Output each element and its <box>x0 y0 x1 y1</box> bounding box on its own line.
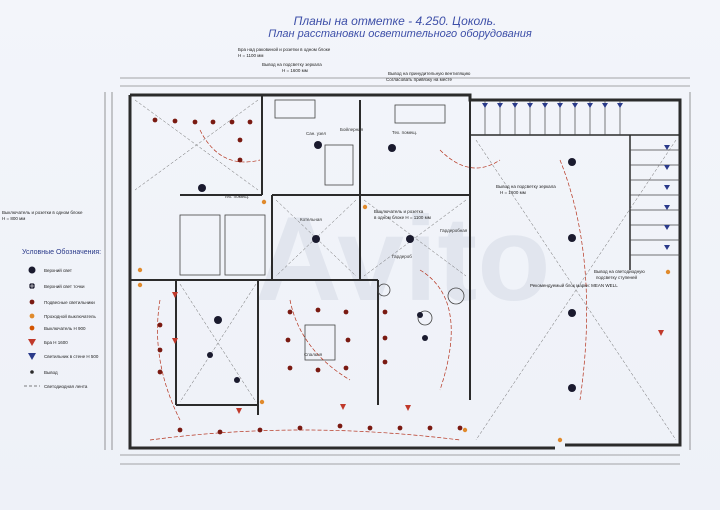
note-switch-socket-height: в одном блоке H = 1100 мм <box>374 215 431 220</box>
legend-item-4: Проходной выключатель <box>44 313 96 319</box>
note-power-supply: Рекомендуемый блок марки: MEAN WELL <box>530 282 618 288</box>
legend-item-1: Верхний свет <box>44 267 72 273</box>
note-mirror-light-1: Вывод на подсветку зеркала <box>262 62 322 67</box>
pendant-lights <box>152 117 463 435</box>
note-mirror-light-1-height: H = 1600 мм <box>282 68 308 73</box>
room-label-3: Котельная <box>300 217 322 222</box>
wiring <box>149 129 587 441</box>
watermark: Avito <box>255 192 551 326</box>
note-sink-sconce-height: H = 1100 мм <box>238 53 264 58</box>
note-ventilation: Вывод на принудительную вентиляцию <box>388 71 471 76</box>
legend: Условные Обозначения: Верхний свет Верхн… <box>22 248 101 389</box>
switches <box>137 199 671 443</box>
note-switch-socket: Выключатель и розетка <box>374 209 424 214</box>
plan-title: Планы на отметке - 4.250. Цоколь. <box>293 14 497 28</box>
legend-item-6: Бра H 1600 <box>44 340 68 345</box>
legend-item-9: Светодиодная лента <box>44 384 88 389</box>
legend-title: Условные Обозначения: <box>22 248 101 256</box>
plan-subtitle: План расстановки осветительного оборудов… <box>268 28 532 40</box>
note-sink-sconce: Бра над раковиной и розетки в одном блок… <box>238 46 331 52</box>
pass-switch-icon <box>29 313 35 319</box>
wall-lights <box>482 103 670 250</box>
room-label-2: Сан. узел <box>306 131 326 136</box>
room-label-6: Тех. помещ. <box>392 130 417 135</box>
ceiling-lights <box>198 141 576 392</box>
sconce-icon <box>28 339 36 346</box>
room-labels: Тех. помещ. Сан. узел Котельная Гардероб… <box>224 126 468 357</box>
room-label-5: Бойлерная <box>340 126 364 132</box>
legend-item-2: Верхний свет точки <box>44 283 85 289</box>
sconces <box>172 292 664 414</box>
room-label-4: Гардероб <box>392 254 412 259</box>
note-switch-block-height: H = 800 мм <box>2 216 25 221</box>
note-mirror-light-2-height: H = 1600 мм <box>500 190 526 195</box>
ceiling-light-icon <box>28 266 36 274</box>
note-stair-led-sub: подсветку ступеней <box>596 274 638 280</box>
legend-item-5: Выключатель H 900 <box>44 326 86 331</box>
legend-item-8: Вывод <box>44 370 58 375</box>
note-switch-block: Выключатель и розетки в одном блоке <box>2 210 83 215</box>
legend-item-7: Светильник в стене H 500 <box>44 354 99 359</box>
room-label-8: Гардеробная <box>440 228 468 233</box>
note-stair-led: Вывод на светодиодную <box>594 269 645 274</box>
legend-item-3: Подвесные светильники <box>44 300 95 305</box>
note-mirror-light-2: Вывод на подсветку зеркала <box>496 184 556 189</box>
switch-icon <box>29 325 35 331</box>
pendant-light-icon <box>29 299 35 305</box>
wall-light-icon <box>28 353 36 360</box>
annotations: Бра над раковиной и розетки в одном блок… <box>2 46 645 288</box>
fixtures <box>179 99 465 361</box>
note-ventilation-sub: Согласовать привязку на месте <box>386 77 453 82</box>
room-label-7: Спальня <box>304 352 323 357</box>
dimension-lines <box>104 77 691 465</box>
outlet-icon <box>30 370 34 374</box>
room-label-1: Тех. помещ. <box>224 194 249 199</box>
